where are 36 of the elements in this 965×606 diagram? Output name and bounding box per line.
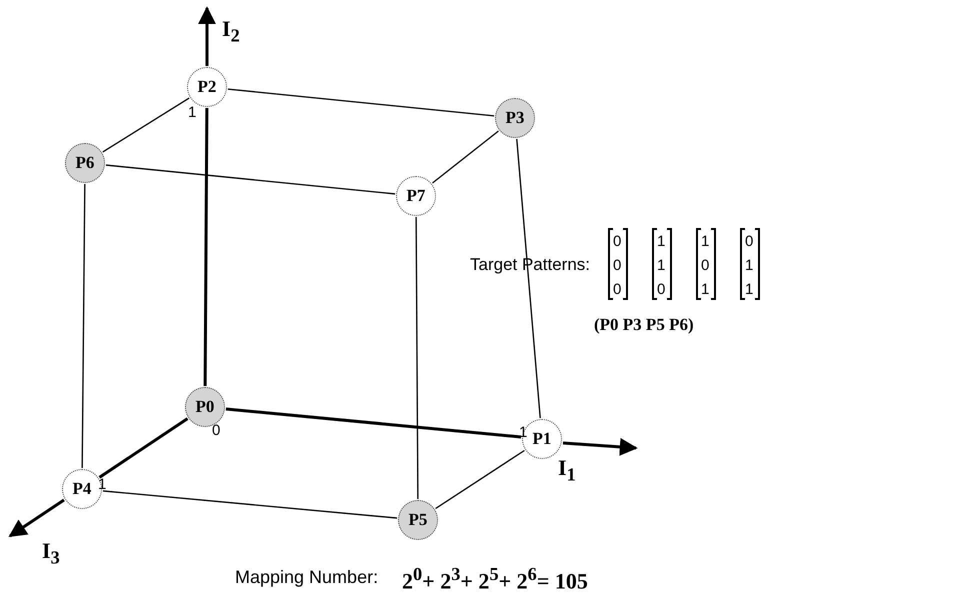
mapping-formula: 2$^{0}$+ 2$^{3}$+ 2$^{5}$+ 2$^{6}$= 105 [402, 565, 588, 592]
cube-edge [435, 450, 525, 510]
matrix-entry: 0 [613, 282, 622, 297]
cube-edge [226, 408, 522, 438]
cube-edge [106, 164, 396, 195]
matrix-entry: 1 [701, 234, 710, 249]
matrix-entry: 1 [657, 258, 666, 273]
cube-edge [415, 217, 419, 499]
matrix-entry: 1 [701, 282, 710, 297]
pattern-names: (P0 P3 P5 P6) [594, 316, 694, 333]
matrix-entry: 1 [657, 234, 666, 249]
matrix-entry: 0 [745, 234, 754, 249]
cube-edge [228, 88, 494, 117]
cube-edge [432, 130, 499, 184]
node-circle: P5 [398, 500, 438, 540]
axis-label: I$_{3}$ [42, 540, 60, 567]
node-circle: P6 [65, 143, 105, 183]
cube-edge [102, 490, 398, 519]
cube-edge [516, 138, 541, 418]
cube-edge [82, 184, 86, 468]
value-label: 1 [188, 105, 196, 120]
matrix-entry: 0 [613, 234, 622, 249]
axis-label: I$_{1}$ [558, 457, 576, 484]
matrix-entry: 1 [745, 282, 754, 297]
node-circle: P7 [396, 176, 436, 216]
node-circle: P2 [187, 67, 227, 107]
cube-edge [204, 108, 208, 386]
matrix-entry: 0 [613, 258, 622, 273]
cube-edge [102, 98, 190, 152]
mapping-title: Mapping Number: [235, 568, 378, 586]
node-circle: P3 [495, 98, 535, 138]
matrix-entry: 0 [657, 282, 666, 297]
axis-label: I$_{2}$ [222, 18, 240, 45]
matrix-entry: 0 [701, 258, 710, 273]
cube-edge [98, 417, 188, 479]
matrix-entry: 1 [745, 258, 754, 273]
